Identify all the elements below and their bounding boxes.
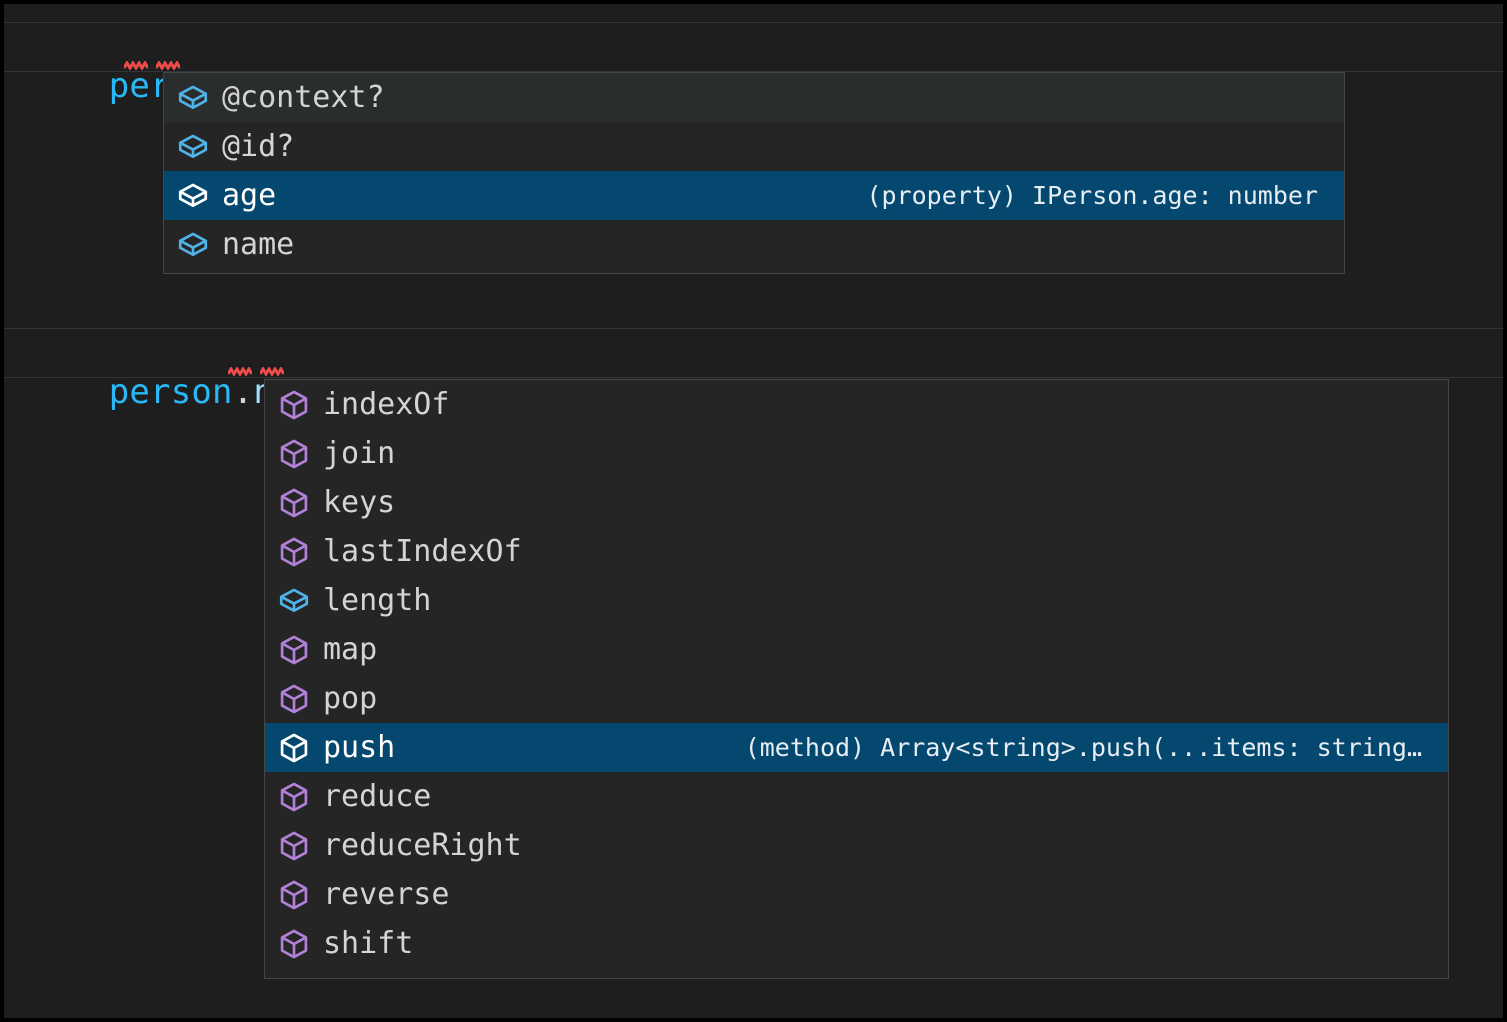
method-cube-icon <box>277 633 323 667</box>
property-cube-icon <box>176 81 222 115</box>
suggest-item-shift[interactable]: shift <box>265 919 1448 968</box>
method-cube-icon <box>277 388 323 422</box>
suggest-item--context-[interactable]: @context? <box>164 73 1344 122</box>
suggest-item-age[interactable]: age (property) IPerson.age: number <box>164 171 1344 220</box>
suggest-item-label: name <box>222 226 295 262</box>
method-cube-icon <box>277 486 323 520</box>
method-cube-glyph <box>280 782 308 811</box>
property-cube-glyph <box>178 85 208 109</box>
method-cube-glyph <box>280 733 308 762</box>
method-cube-glyph <box>280 390 308 419</box>
method-cube-glyph <box>280 439 308 468</box>
current-line-highlight-2 <box>4 328 1503 378</box>
suggest-item-label: @id? <box>222 128 295 164</box>
suggest-item-label: push <box>323 729 396 765</box>
code-editor[interactable]: person.; person.name.; @context?@id?age(… <box>4 4 1503 1018</box>
suggest-item-reduce[interactable]: reduce <box>265 772 1448 821</box>
property-cube-icon <box>277 584 323 618</box>
suggest-item-detail: (method) Array<string>.push(...items: st… <box>744 732 1422 762</box>
method-cube-icon <box>277 829 323 863</box>
suggest-item-label: keys <box>323 484 396 520</box>
method-cube-icon <box>277 878 323 912</box>
suggest-item-name[interactable]: name <box>164 220 1344 269</box>
method-cube-glyph <box>280 635 308 664</box>
method-cube-glyph <box>280 488 308 517</box>
method-cube-glyph <box>280 684 308 713</box>
property-cube-glyph <box>279 588 309 612</box>
method-cube-icon <box>277 682 323 716</box>
suggest-item-label: age <box>222 177 277 213</box>
method-cube-glyph <box>280 880 308 909</box>
method-cube-icon <box>277 437 323 471</box>
suggest-item-label: join <box>323 435 396 471</box>
method-cube-glyph <box>280 537 308 566</box>
error-squiggle-1a <box>124 61 148 70</box>
suggest-item-label: shift <box>323 925 414 961</box>
suggest-item-label: lastIndexOf <box>323 533 522 569</box>
method-cube-icon <box>277 731 323 765</box>
token-variable-person-2: person <box>108 372 233 412</box>
method-cube-icon <box>277 927 323 961</box>
method-cube-glyph <box>280 929 308 958</box>
suggest-item-push[interactable]: push (method) Array<string>.push(...items… <box>265 723 1448 772</box>
error-squiggle-1b <box>156 61 180 70</box>
property-cube-glyph <box>178 134 208 158</box>
suggest-item-lastindexof[interactable]: lastIndexOf <box>265 527 1448 576</box>
suggest-item-keys[interactable]: keys <box>265 478 1448 527</box>
suggest-item-pop[interactable]: pop <box>265 674 1448 723</box>
suggest-widget-person-name[interactable]: indexOf join keys lastIndexOf length map pop pu… <box>264 379 1449 979</box>
suggest-item-label: indexOf <box>323 386 450 422</box>
suggest-item-label: reverse <box>323 876 450 912</box>
method-cube-icon <box>277 535 323 569</box>
suggest-item-label: length <box>323 582 432 618</box>
suggest-item-label: reduceRight <box>323 827 522 863</box>
suggest-item-reverse[interactable]: reverse <box>265 870 1448 919</box>
property-cube-glyph <box>178 183 208 207</box>
suggest-item-label: reduce <box>323 778 432 814</box>
suggest-item-join[interactable]: join <box>265 429 1448 478</box>
method-cube-glyph <box>280 831 308 860</box>
suggest-item-map[interactable]: map <box>265 625 1448 674</box>
suggest-item-indexof[interactable]: indexOf <box>265 380 1448 429</box>
method-cube-icon <box>277 780 323 814</box>
error-squiggle-2a <box>228 367 252 376</box>
current-line-highlight-1 <box>4 22 1503 72</box>
suggest-widget-person[interactable]: @context? @id? age (property) IPerson.age: … <box>163 72 1345 274</box>
property-cube-icon <box>176 130 222 164</box>
suggest-item-length[interactable]: length <box>265 576 1448 625</box>
suggest-item-label: @context? <box>222 79 385 115</box>
suggest-item-label: pop <box>323 680 378 716</box>
suggest-item--id-[interactable]: @id? <box>164 122 1344 171</box>
property-cube-icon <box>176 228 222 262</box>
suggest-item-reduceright[interactable]: reduceRight <box>265 821 1448 870</box>
token-dot-2a: . <box>232 372 254 412</box>
suggest-item-detail: (property) IPerson.age: number <box>866 180 1318 210</box>
error-squiggle-2b <box>260 367 284 376</box>
property-cube-glyph <box>178 232 208 256</box>
property-cube-icon <box>176 179 222 213</box>
suggest-item-label: map <box>323 631 378 667</box>
